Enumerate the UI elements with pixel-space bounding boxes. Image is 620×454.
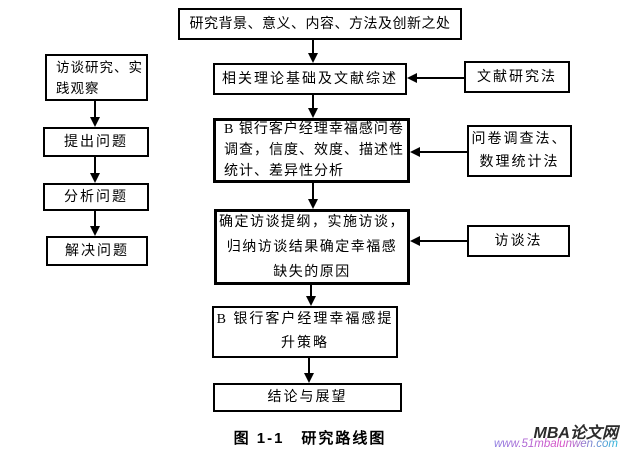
arrow-down-raise-to-analyze [94,157,96,174]
arrow-down-theory-to-questionnaire [312,95,314,109]
arrow-down-observation-to-raise [94,101,96,118]
arrow-down-strategy-to-conclusion [308,358,310,374]
flow-box-theory-literature: 相关理论基础及文献综述 [213,63,407,95]
figure-caption: 图 1-1 研究路线图 [233,430,387,447]
flow-box-interview-outline: 确定访谈提纲，实施访谈， 归纳访谈结果确定幸福感 缺失的原因 [214,209,410,285]
arrowhead-down-icon [304,373,314,383]
arrow-left-literature-method [417,77,464,79]
arrowhead-down-icon [306,296,316,306]
flow-box-improvement-strategy-label: B 银行客户经理幸福感提 升策略 [216,312,394,351]
arrowhead-down-icon [308,53,318,63]
flow-box-research-background-label: 研究背景、意义、内容、方法及创新之处 [189,16,451,32]
flow-box-theory-literature-label: 相关理论基础及文献综述 [222,71,398,87]
arrowhead-down-icon [90,117,100,127]
flow-box-literature-method: 文献研究法 [464,61,570,93]
arrow-down-top-to-theory [312,40,314,54]
flow-box-conclusion-outlook: 结论与展望 [213,383,402,412]
flow-box-research-background: 研究背景、意义、内容、方法及创新之处 [178,8,462,40]
watermark-site-url: www.51mbalunwen.com [493,438,618,450]
watermark-site-name: MBA论文网 [533,425,618,442]
arrowhead-left-icon [407,73,417,83]
flow-box-raise-question: 提出问题 [43,127,149,157]
arrow-down-questionnaire-to-interview [312,183,314,200]
flow-box-conclusion-outlook-label: 结论与展望 [267,390,348,405]
flow-box-survey-statistics-method-label: 问卷调查法、 数理统计法 [471,132,568,170]
flow-box-interview-method: 访谈法 [467,225,570,257]
flow-box-literature-method-label: 文献研究法 [477,69,557,85]
arrowhead-down-icon [308,199,318,209]
flow-box-survey-statistics-method: 问卷调查法、 数理统计法 [467,125,572,177]
arrow-left-interview-method [420,240,467,242]
arrowhead-down-icon [90,173,100,183]
flow-box-interview-outline-label: 确定访谈提纲，实施访谈， 归纳访谈结果确定幸福感 缺失的原因 [219,214,405,280]
flow-box-analyze-question-label: 分析问题 [64,189,128,205]
flow-box-improvement-strategy: B 银行客户经理幸福感提 升策略 [212,306,398,358]
flow-box-raise-question-label: 提出问题 [64,134,128,150]
arrowhead-left-icon [410,236,420,246]
flow-box-solve-question: 解决问题 [46,236,148,266]
arrow-down-interview-to-strategy [310,285,312,297]
flow-box-analyze-question: 分析问题 [43,183,149,211]
flow-box-solve-question-label: 解决问题 [65,243,129,259]
flow-box-questionnaire-analysis: B 银行客户经理幸福感问卷 调查，信度、效度、描述性 统计、差异性分析 [213,118,410,183]
arrowhead-down-icon [90,226,100,236]
flow-box-interview-observation: 访谈研究、实 践观察 [45,54,148,101]
arrow-down-analyze-to-solve [94,211,96,227]
flow-box-interview-method-label: 访谈法 [494,233,543,249]
arrowhead-left-icon [410,147,420,157]
arrowhead-down-icon [308,108,318,118]
flow-box-questionnaire-analysis-label: B 银行客户经理幸福感问卷 调查，信度、效度、描述性 统计、差异性分析 [224,122,404,179]
arrow-left-survey-method [420,151,467,153]
flow-box-interview-observation-label: 访谈研究、实 践观察 [56,59,143,96]
